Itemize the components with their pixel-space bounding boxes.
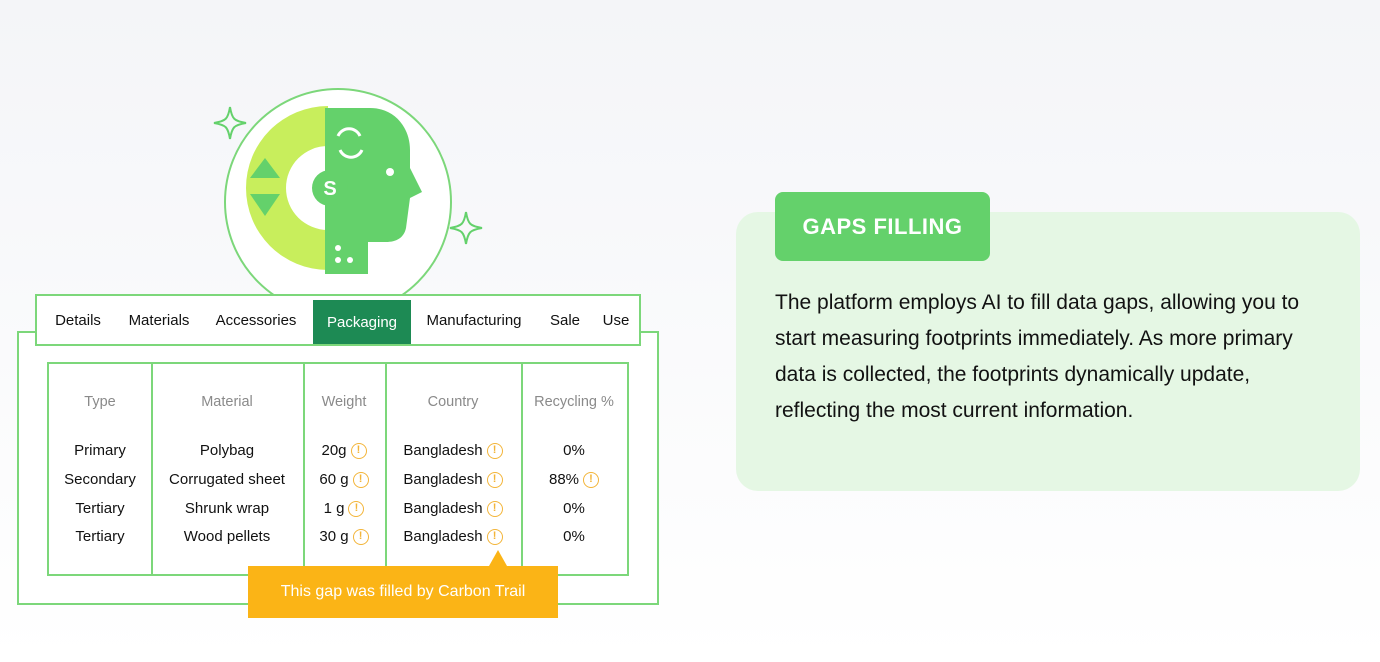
column-material: Material Polybag Corrugated sheet Shrunk… bbox=[151, 364, 305, 574]
ai-head-icon: S bbox=[246, 106, 422, 274]
column-header-weight: Weight bbox=[321, 394, 367, 410]
cell-material: Polybag bbox=[199, 442, 255, 459]
cell-country: Bangladesh bbox=[403, 528, 483, 545]
cell-country: Bangladesh bbox=[403, 471, 483, 488]
cell-country: Bangladesh bbox=[403, 500, 483, 517]
warning-icon[interactable]: ! bbox=[486, 442, 503, 459]
cell-type: Tertiary bbox=[75, 528, 125, 545]
sparkle-icon bbox=[213, 106, 247, 140]
tab-use[interactable]: Use bbox=[602, 311, 630, 329]
svg-text:S: S bbox=[323, 178, 336, 200]
cell-country: Bangladesh bbox=[403, 442, 483, 459]
tab-materials[interactable]: Materials bbox=[128, 311, 190, 329]
cell-recycling: 0% bbox=[563, 442, 585, 459]
cell-type: Tertiary bbox=[75, 500, 125, 517]
cell-recycling: 0% bbox=[563, 500, 585, 517]
warning-icon[interactable]: ! bbox=[486, 528, 503, 545]
column-header-type: Type bbox=[84, 394, 116, 410]
cell-weight: 30 g bbox=[319, 528, 349, 545]
warning-icon[interactable]: ! bbox=[486, 500, 503, 517]
tab-packaging[interactable]: Packaging bbox=[313, 300, 411, 344]
column-country: Country Bangladesh! Bangladesh! Banglade… bbox=[385, 364, 523, 574]
cell-recycling: 88% bbox=[548, 471, 580, 488]
tab-sale[interactable]: Sale bbox=[549, 311, 581, 329]
tab-accessories[interactable]: Accessories bbox=[215, 311, 297, 329]
tab-manufacturing[interactable]: Manufacturing bbox=[426, 311, 522, 329]
column-type: Type Primary Secondary Tertiary Tertiary bbox=[49, 364, 153, 574]
cell-type: Primary bbox=[74, 442, 126, 459]
cell-material: Corrugated sheet bbox=[169, 471, 285, 488]
ai-illustration: S bbox=[210, 88, 490, 316]
cell-weight: 20g bbox=[321, 442, 347, 459]
cell-weight: 60 g bbox=[319, 471, 349, 488]
sparkle-icon bbox=[449, 211, 483, 245]
column-header-recycling: Recycling % bbox=[534, 394, 614, 410]
warning-icon[interactable]: ! bbox=[583, 471, 600, 488]
warning-icon[interactable]: ! bbox=[352, 528, 369, 545]
cell-weight: 1 g bbox=[323, 500, 345, 517]
tooltip-arrow bbox=[489, 550, 507, 566]
warning-icon[interactable]: ! bbox=[350, 442, 367, 459]
cell-material: Shrunk wrap bbox=[184, 500, 270, 517]
column-header-material: Material bbox=[201, 394, 253, 410]
cell-material: Wood pellets bbox=[183, 528, 271, 545]
column-weight: Weight 20g! 60 g! 1 g! 30 g! bbox=[303, 364, 387, 574]
section-badge: GAPS FILLING bbox=[775, 192, 990, 261]
column-header-country: Country bbox=[427, 394, 479, 410]
gap-filled-tooltip: This gap was filled by Carbon Trail bbox=[248, 566, 558, 618]
cell-type: Secondary bbox=[64, 471, 136, 488]
warning-icon[interactable]: ! bbox=[352, 471, 369, 488]
warning-icon[interactable]: ! bbox=[348, 500, 365, 517]
product-tabs: Details Materials Accessories Packaging … bbox=[35, 294, 641, 346]
warning-icon[interactable]: ! bbox=[486, 471, 503, 488]
packaging-table: Type Primary Secondary Tertiary Tertiary… bbox=[47, 362, 629, 576]
cell-recycling: 0% bbox=[563, 528, 585, 545]
tab-details[interactable]: Details bbox=[55, 311, 101, 329]
info-description: The platform employs AI to fill data gap… bbox=[775, 291, 1300, 422]
column-recycling: Recycling % 0% 88%! 0% 0% bbox=[521, 364, 627, 574]
